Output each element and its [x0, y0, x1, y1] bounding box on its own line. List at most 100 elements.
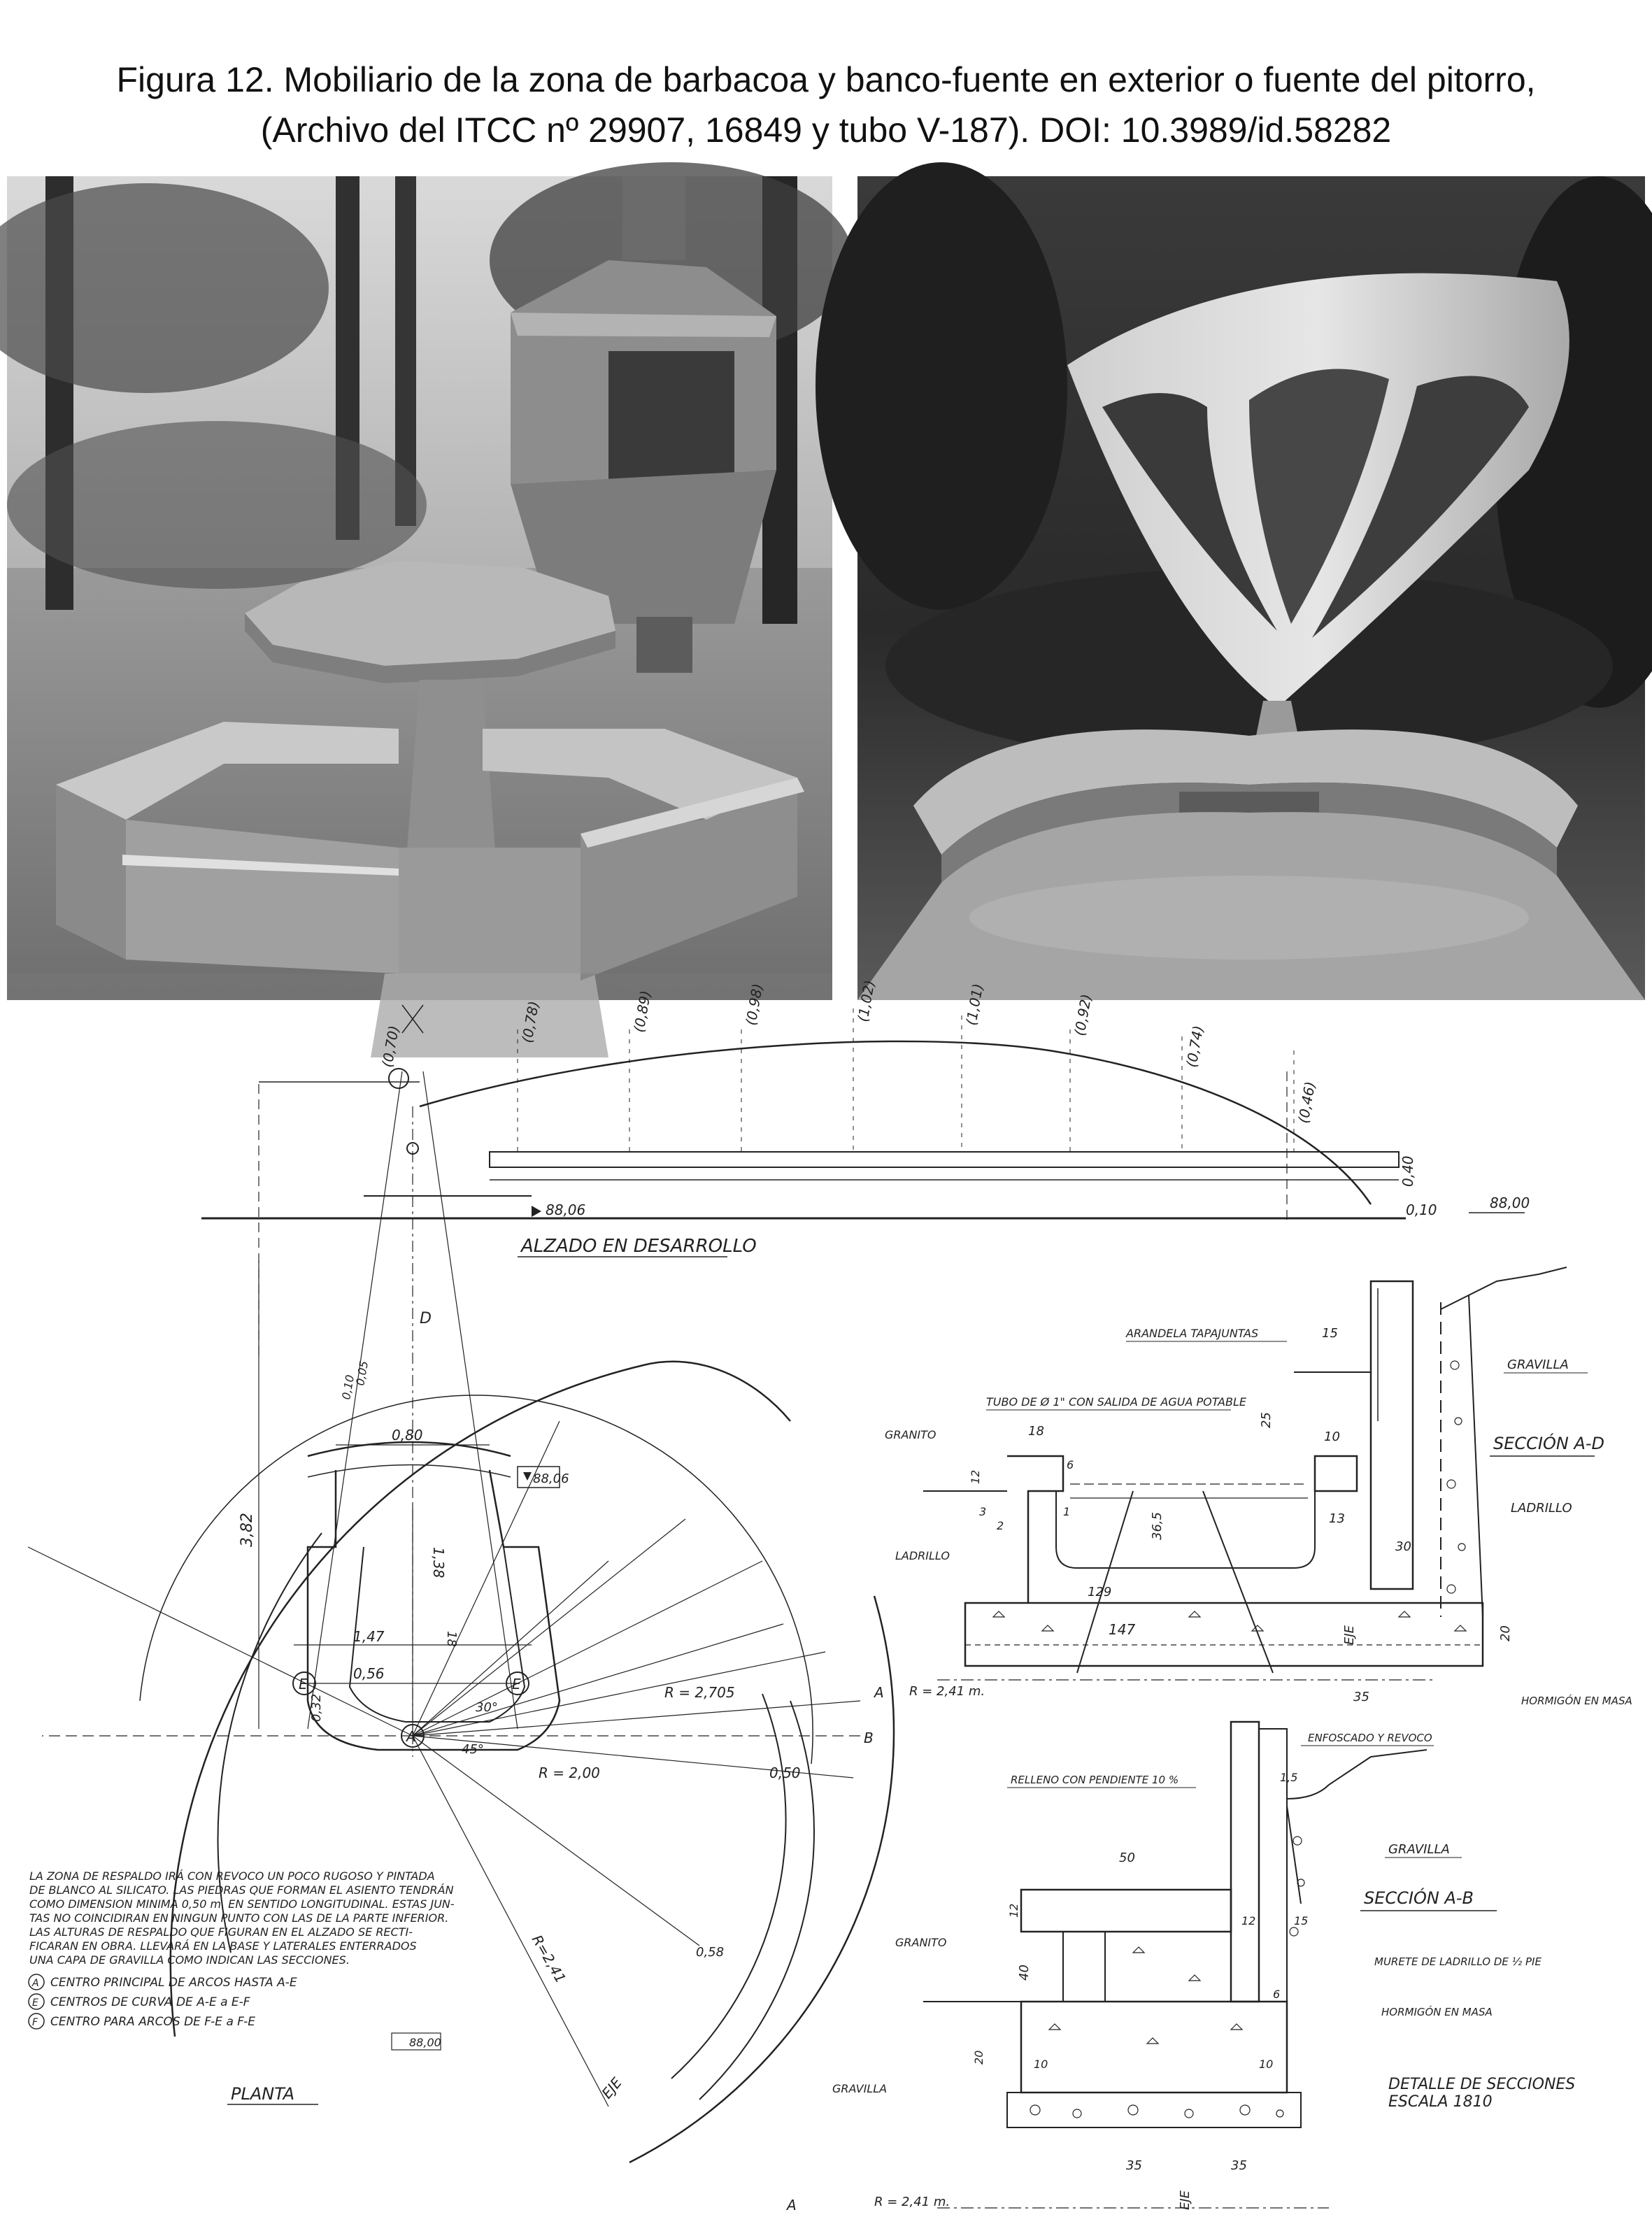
plan-eje-text: EJE [598, 2074, 625, 2102]
ad-dim-12: 12 [969, 1470, 982, 1484]
ab-dim-35: 35 [1126, 2158, 1142, 2173]
section-ab-group: ENFOSCADO Y REVOCO RELLENO CON PENDIENTE… [785, 1720, 1575, 2214]
ab-backrest [1230, 1720, 1260, 2003]
caption-line-1: Figura 12. Mobiliario de la zona de barb… [116, 60, 1536, 99]
ab-dim-35b: 35 [1231, 2158, 1247, 2173]
plan-label-a: A [405, 1728, 416, 1745]
legend-text-a: CENTRO PRINCIPAL DE ARCOS HASTA A-E [50, 1976, 297, 1990]
ab-base [1020, 2000, 1288, 2094]
ab-dim-20: 20 [972, 2051, 985, 2065]
dim-058-text: 0,58 [696, 1945, 724, 1960]
ab-radius-text: R = 2,41 m. [874, 2195, 950, 2209]
plan-notes: LA ZONA DE RESPALDO IRÁ CON REVOCO UN PO… [29, 1869, 455, 1967]
ad-ladrillo-right-text: LADRILLO [1511, 1501, 1572, 1516]
ad-granite-lip [1007, 1455, 1064, 1603]
ab-dim-6: 6 [1273, 1988, 1280, 2001]
dim-032-text: 0,32 [309, 1694, 324, 1722]
plan-label-e-left: E [299, 1676, 308, 1692]
legend-key-f: F [32, 2017, 38, 2028]
ab-detail-line1: DETALLE DE SECCIONES [1388, 2076, 1575, 2093]
dim-0105-text: 0,05 [353, 1360, 371, 1386]
plan-inner-arc [139, 1395, 813, 1765]
height-label-7: (0,74) [1183, 1024, 1206, 1068]
ab-dim-15b: 15 [1294, 1914, 1308, 1927]
ad-dim-1: 1 [1063, 1505, 1070, 1518]
elevation-profile-curve [419, 1040, 1372, 1205]
ad-dim-147: 147 [1109, 1621, 1135, 1638]
ab-label-a: A [785, 2197, 797, 2214]
ad-radius-text: R = 2,41 m. [909, 1684, 985, 1699]
dim-18-text: 18 [444, 1631, 459, 1647]
ab-granite-block [1062, 1931, 1106, 2002]
dim-050-text: 0,50 [769, 1765, 801, 1781]
height-label-1: (0,78) [518, 999, 542, 1043]
figure-caption: Figura 12. Mobiliario de la zona de barb… [0, 55, 1652, 155]
ab-title: SECCIÓN A-B [1364, 1887, 1474, 1908]
plan-label-b: B [864, 1730, 874, 1746]
ab-dim-12b: 12 [1241, 1914, 1255, 1927]
photo-picnic-table-barbecue [0, 162, 853, 1057]
ad-dim-18: 18 [1028, 1424, 1044, 1439]
ad-eje-text: EJE [1342, 1625, 1357, 1645]
angle-45-text: 45° [462, 1742, 484, 1757]
ad-dim-25: 25 [1259, 1412, 1274, 1428]
plan-outer-arc-right [629, 1595, 895, 2164]
ad-dim-129: 129 [1088, 1585, 1111, 1599]
level-left-text: 88,06 [546, 1202, 585, 1218]
elevation-seat-slab [489, 1151, 1400, 1168]
elevation-group: (0,70) (0,78) (0,89) (0,98) (1,02) (1,01… [201, 978, 1530, 1358]
note-line-4: LAS ALTURAS DE RESPALDO QUE FIGURAN EN E… [29, 1925, 413, 1939]
ad-dim-15: 15 [1322, 1326, 1338, 1341]
ad-dim-6: 6 [1067, 1458, 1074, 1471]
dim-382-text: 3,82 [238, 1513, 256, 1547]
ab-dim-12: 12 [1007, 1904, 1020, 1918]
note-line-0: LA ZONA DE RESPALDO IRÁ CON REVOCO UN PO… [29, 1869, 435, 1883]
plan-outer-arc [169, 1360, 791, 2037]
ab-dim-15: 1,5 [1280, 1771, 1297, 1784]
ad-dim-10: 10 [1324, 1430, 1340, 1444]
note-line-3: TAS NO COINCIDIRAN EN NINGUN PUNTO CON L… [29, 1911, 448, 1925]
level-right-text: 88,00 [1490, 1195, 1530, 1211]
plan-title: PLANTA [231, 2084, 294, 2104]
plan-group: 3,82 D 0,80 1,38 0,10 0,05 18 88,06 1,47… [27, 1071, 895, 2164]
ab-gravilla-text: GRAVILLA [1388, 1842, 1450, 1857]
note-line-6: UNA CAPA DE GRAVILLA COMO INDICAN LAS SE… [29, 1953, 350, 1967]
plan-mid-arc [217, 1532, 322, 1953]
picnic-table-photo-illustration [0, 162, 853, 1057]
ab-granito-text: GRANITO [895, 1936, 947, 1949]
technical-drawing: (0,70) (0,78) (0,89) (0,98) (1,02) (1,01… [0, 978, 1652, 2214]
dim-147-text: 1,47 [353, 1628, 385, 1645]
dim-080-text: 0,80 [392, 1427, 423, 1443]
plan-inner-arc-right [671, 1693, 787, 2079]
ab-dim-40: 40 [1017, 1965, 1032, 1981]
legend-key-e: E [32, 1997, 38, 2009]
photo-bench-fountain [816, 162, 1652, 1000]
dim-040-text: 0,40 [1400, 1155, 1416, 1187]
ad-backrest [1369, 1280, 1414, 1590]
ad-label-a: A [873, 1684, 884, 1701]
legend-text-f: CENTRO PARA ARCOS DE F-E a F-E [50, 2015, 255, 2029]
dim-138-text: 1,38 [430, 1547, 447, 1578]
plan-level-bottom: 88,00 [409, 2036, 441, 2049]
ab-dim-50: 50 [1119, 1851, 1135, 1865]
ad-ladrillo-left-text: LADRILLO [895, 1549, 950, 1562]
caption-line-2: (Archivo del ITCC nº 29907, 16849 y tubo… [260, 111, 1392, 150]
dim-010-text: 0,10 [1406, 1202, 1437, 1218]
note-line-5: FICARAN EN OBRA. LLEVARÁ EN LA BASE Y LA… [29, 1939, 417, 1953]
ad-gravilla-text: GRAVILLA [1507, 1357, 1569, 1372]
radius-241-text: R=2,41 [529, 1932, 569, 1986]
ab-dim-10b: 10 [1259, 2058, 1273, 2071]
plan-label-d: D [420, 1310, 432, 1327]
plan-label-e-right: E [512, 1676, 521, 1692]
ad-dim-30: 30 [1395, 1539, 1411, 1554]
point-f-marker [388, 1068, 409, 1089]
ad-dim-365: 36,5 [1150, 1512, 1165, 1540]
elevation-title: ALZADO EN DESARROLLO [520, 1236, 757, 1257]
ad-dim-35: 35 [1353, 1690, 1369, 1704]
note-line-2: COMO DIMENSION MINIMA 0,50 m. EN SENTIDO… [29, 1897, 455, 1911]
angle-30-text: 30° [476, 1700, 498, 1715]
ad-tubo-text: TUBO DE Ø 1" CON SALIDA DE AGUA POTABLE [986, 1395, 1247, 1409]
plan-legend: A CENTRO PRINCIPAL DE ARCOS HASTA A-E E … [28, 1974, 297, 2030]
ab-dim-10: 10 [1034, 2058, 1048, 2071]
ab-seat-slab [1020, 1888, 1232, 1933]
